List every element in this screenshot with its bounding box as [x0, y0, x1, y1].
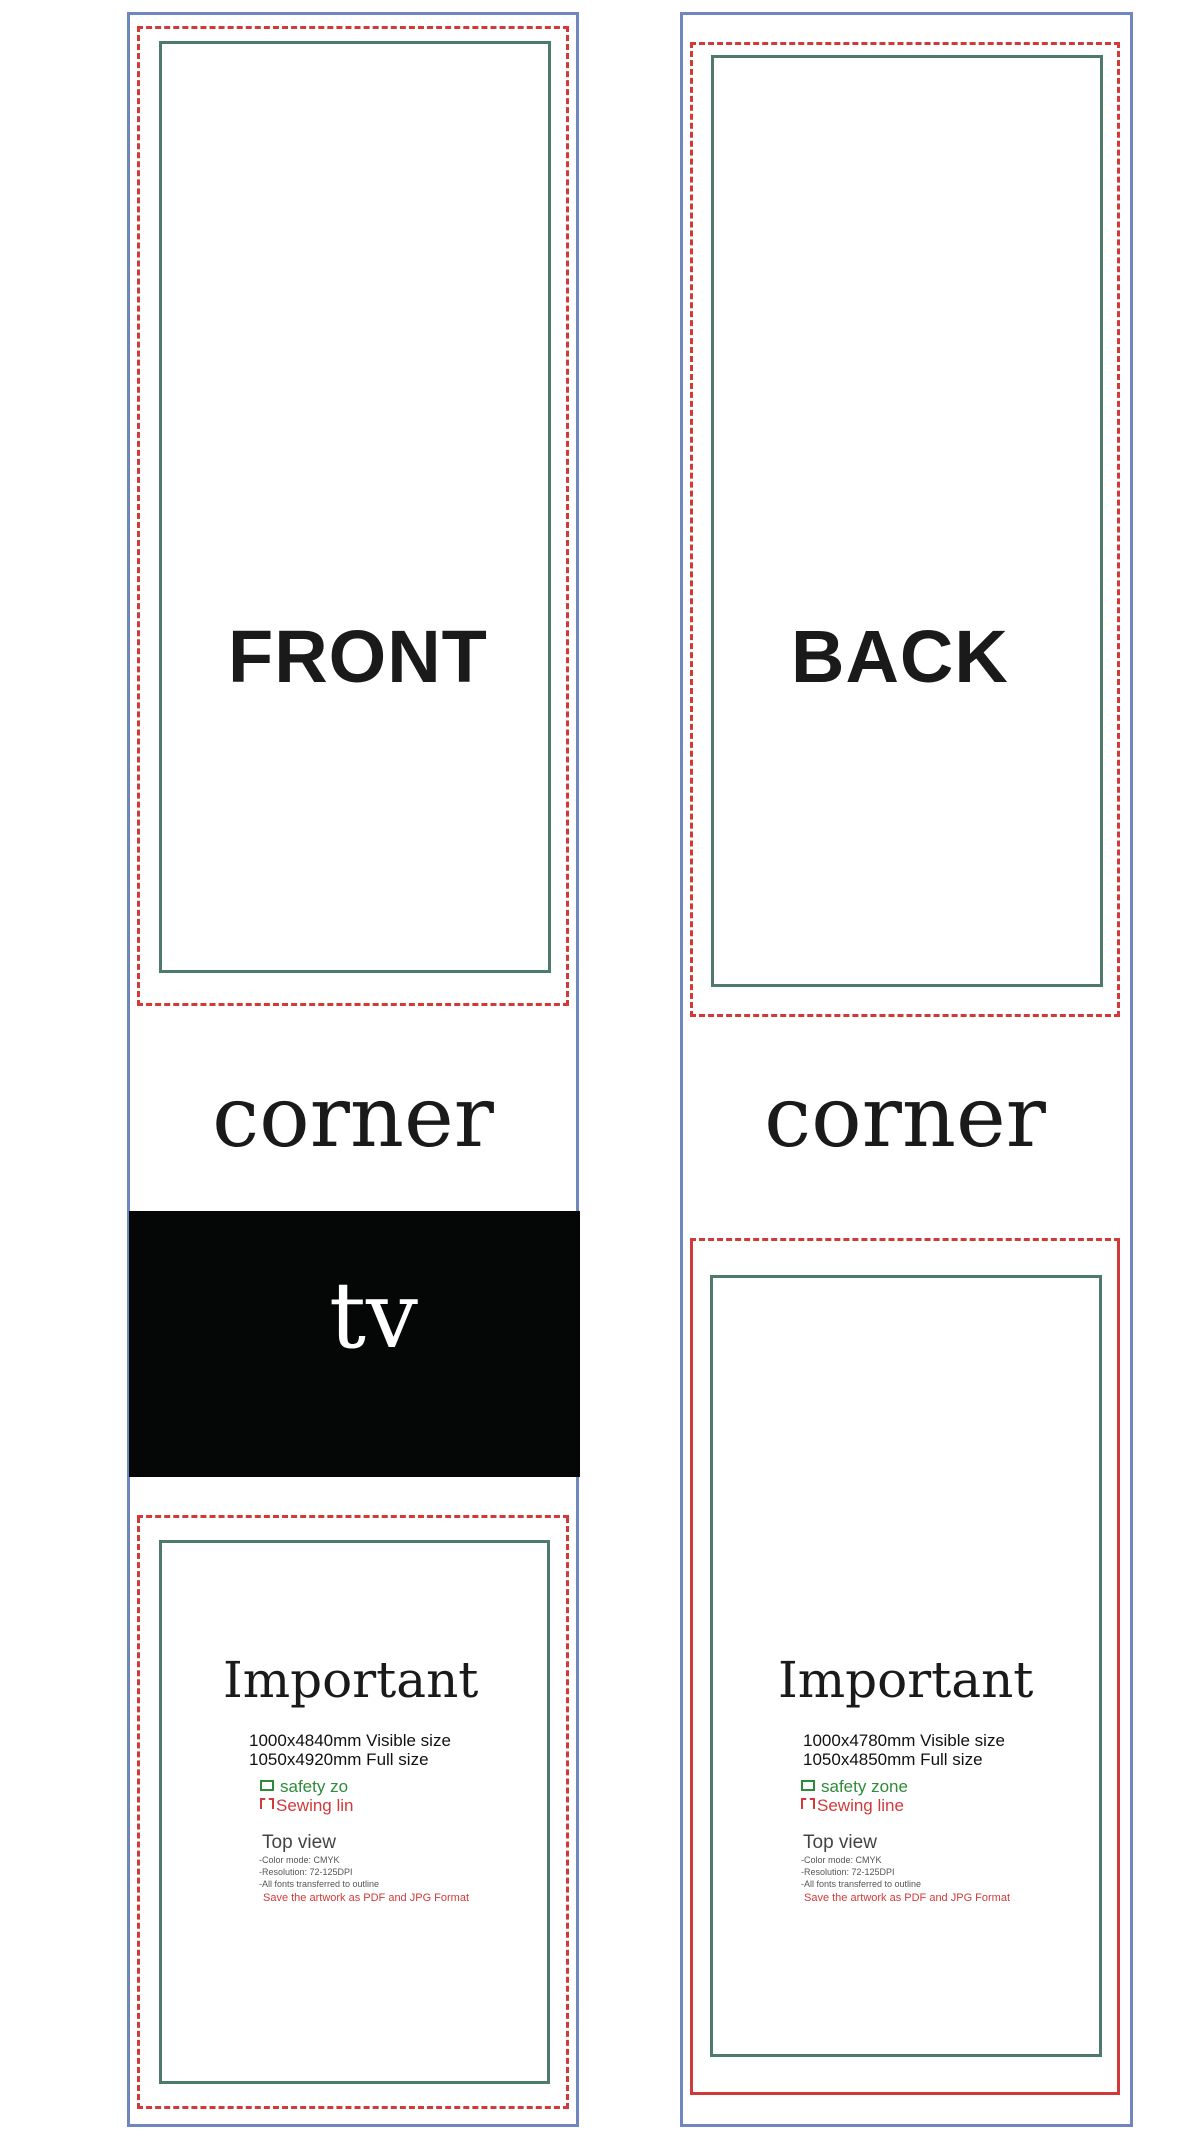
front-save-note: Save the artwork as PDF and JPG Format [263, 1892, 470, 1904]
back-panel-outer-border [680, 12, 1133, 2127]
back-full-size: 1050x4850mm Full size [803, 1750, 983, 1769]
sewing-line-swatch-icon [801, 1798, 815, 1809]
front-important-title: Important [223, 1651, 479, 1709]
back-sewing-line-divider [690, 1238, 1120, 1241]
front-tv-label: tv [329, 1262, 418, 1369]
safety-zone-swatch-icon [801, 1780, 815, 1791]
front-safety-legend-text: safety zo [280, 1777, 349, 1796]
front-visible-size: 1000x4840mm Visible size [249, 1731, 451, 1750]
front-sewing-line-top [137, 26, 569, 1006]
back-note-resolution: -Resolution: 72-125DPI [801, 1867, 895, 1877]
back-safety-legend-text: safety zone [821, 1777, 908, 1796]
sewing-line-swatch-icon [260, 1798, 274, 1809]
back-save-note: Save the artwork as PDF and JPG Format [804, 1892, 1011, 1904]
front-safety-legend: safety zo [260, 1778, 348, 1795]
front-note-fonts: -All fonts transferred to outline [259, 1879, 380, 1889]
back-top-view: Top view [803, 1832, 877, 1853]
back-important-title: Important [778, 1651, 1034, 1709]
safety-zone-swatch-icon [260, 1780, 274, 1791]
front-note-resolution: -Resolution: 72-125DPI [259, 1867, 353, 1877]
front-sewing-line-divider [137, 1515, 569, 1518]
front-sewing-legend-text: Sewing lin [276, 1796, 354, 1815]
back-sewing-legend: Sewing line [801, 1797, 904, 1814]
back-corner-label: corner [764, 1068, 1046, 1166]
back-note-color-mode: -Color mode: CMYK [801, 1855, 882, 1865]
front-corner-label: corner [212, 1068, 494, 1166]
back-sewing-line-top [690, 42, 1120, 1017]
front-label: FRONT [228, 615, 488, 698]
back-safety-zone-bottom [710, 1275, 1102, 2057]
front-safety-zone-bottom [159, 1540, 550, 2084]
back-visible-size: 1000x4780mm Visible size [803, 1731, 1005, 1750]
front-full-size: 1050x4920mm Full size [249, 1750, 429, 1769]
back-sewing-legend-text: Sewing line [817, 1796, 904, 1815]
back-sewing-line-bottom [690, 1240, 1120, 2095]
front-safety-zone-top [159, 41, 551, 973]
front-panel-outer-border [127, 12, 579, 2127]
back-safety-legend: safety zone [801, 1778, 908, 1795]
front-tv-band [129, 1211, 580, 1477]
back-note-fonts: -All fonts transferred to outline [801, 1879, 922, 1889]
front-sewing-legend: Sewing lin [260, 1797, 354, 1814]
back-label: BACK [791, 615, 1009, 698]
front-sewing-line-bottom [137, 1517, 569, 2109]
front-top-view: Top view [262, 1832, 336, 1853]
back-safety-zone-top [711, 55, 1103, 987]
front-note-color-mode: -Color mode: CMYK [259, 1855, 340, 1865]
